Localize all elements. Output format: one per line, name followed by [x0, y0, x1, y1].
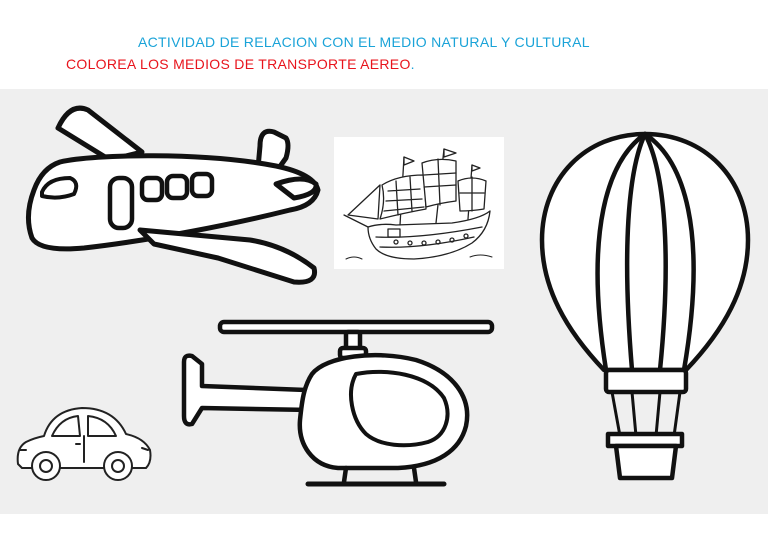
car-icon[interactable] — [12, 400, 154, 486]
instruction-period: . — [410, 56, 415, 72]
page-title: ACTIVIDAD DE RELACION CON EL MEDIO NATUR… — [138, 34, 590, 50]
instruction-label: COLOREA LOS MEDIOS DE TRANSPORTE AEREO — [66, 56, 411, 72]
helicopter-icon[interactable] — [176, 316, 498, 498]
sailing-ship-icon[interactable] — [340, 145, 498, 265]
hot-air-balloon-icon[interactable] — [536, 130, 754, 490]
sailing-ship-card — [334, 137, 504, 269]
airplane-icon[interactable] — [14, 98, 326, 290]
instruction-text: COLOREA LOS MEDIOS DE TRANSPORTE AEREO. — [66, 56, 415, 72]
